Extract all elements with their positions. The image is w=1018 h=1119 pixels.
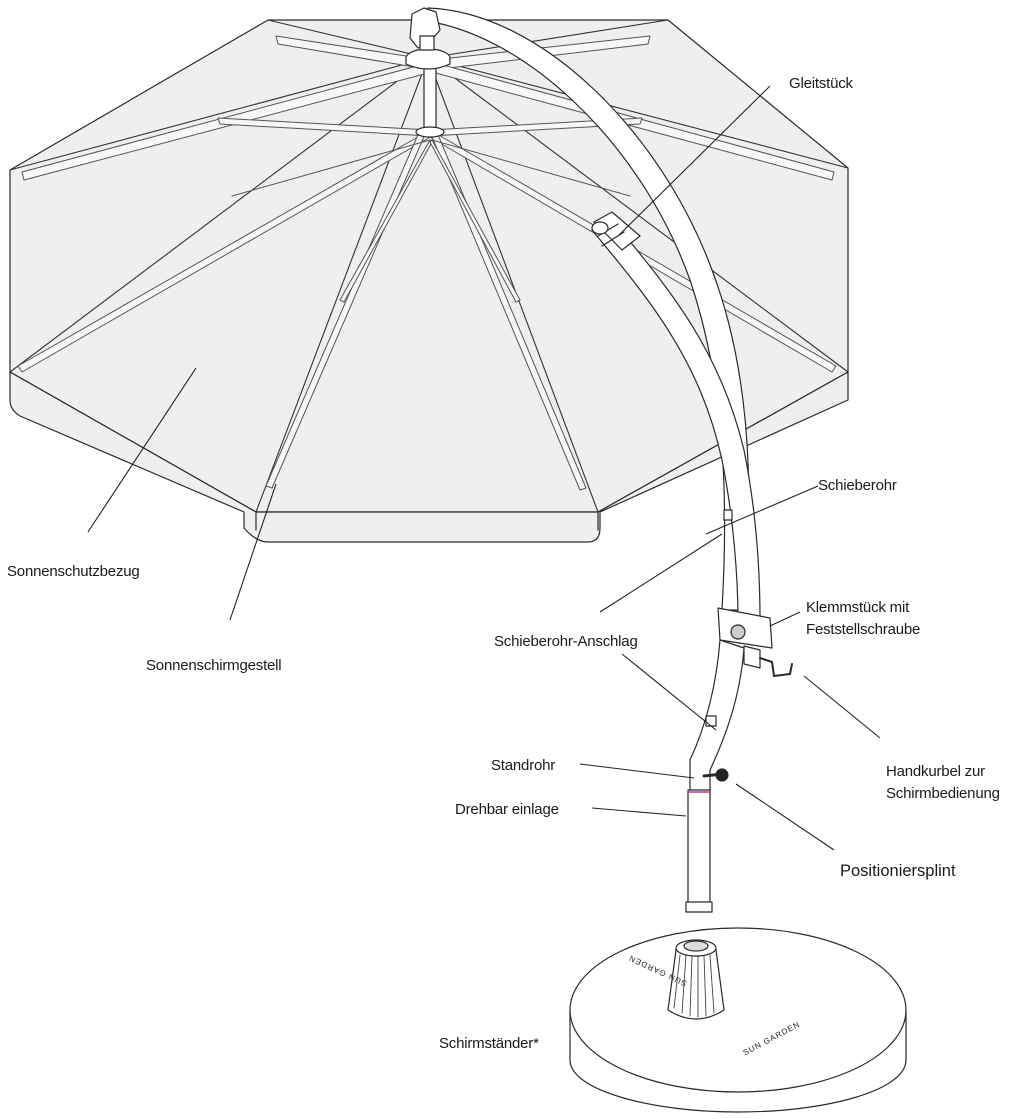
- base-socket: [667, 949, 725, 1020]
- rotating-insert: [687, 789, 711, 911]
- frame-struts: [17, 35, 837, 491]
- label-positioniersplint: Positioniersplint: [840, 862, 956, 880]
- label-standrohr: Standrohr: [491, 757, 556, 774]
- label-sonnenschirmgestell: Sonnenschirmgestell: [146, 657, 282, 674]
- hand-crank: [759, 657, 793, 677]
- label-handkurbel-line2: Schirmbedienung: [886, 785, 1000, 802]
- label-schirmstaender: Schirmständer*: [439, 1035, 539, 1052]
- clamp-piece: [717, 607, 773, 649]
- slider-piece: [593, 211, 641, 251]
- label-sonnenschutzbezug: Sonnenschutzbezug: [7, 563, 140, 580]
- label-klemmstueck-line1: Klemmstück mit: [806, 599, 910, 616]
- label-drehbar-einlage: Drehbar einlage: [455, 801, 559, 818]
- canopy-valance: [9, 371, 849, 543]
- inner-mast: [423, 63, 437, 137]
- label-klemmstueck-line2: Feststellschraube: [806, 621, 921, 638]
- stopper-mark: [723, 509, 733, 521]
- label-schieberohr-anschlag: Schieberohr-Anschlag: [494, 633, 638, 650]
- base-top: [569, 927, 907, 1093]
- label-schieberohr: Schieberohr: [818, 477, 897, 494]
- label-gleitstueck: Gleitstück: [789, 75, 853, 92]
- clamp-screw: [730, 624, 746, 640]
- label-handkurbel-line1: Handkurbel zur: [886, 763, 985, 780]
- leader-lines: [87, 85, 881, 851]
